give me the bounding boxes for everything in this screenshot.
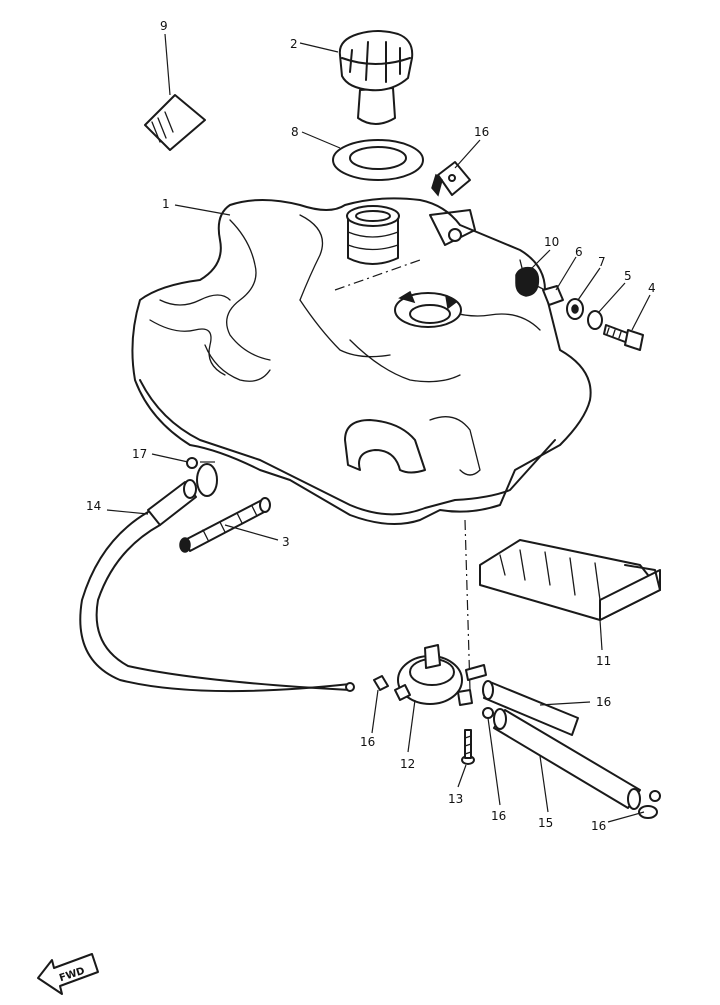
clip-nut-part <box>431 161 471 197</box>
mount-bolt-stack <box>515 266 644 351</box>
callout-1: 1 <box>162 197 170 211</box>
callout-6: 6 <box>575 245 583 259</box>
screw-part <box>461 729 475 765</box>
callout-9: 9 <box>160 19 168 33</box>
callout-10: 10 <box>544 235 559 249</box>
callout-16-right: 16 <box>591 819 606 833</box>
callout-2: 2 <box>290 37 298 51</box>
callout-7: 7 <box>598 255 606 269</box>
gasket-ring-part <box>332 139 424 181</box>
vacuum-hose-17 <box>482 680 579 736</box>
fuel-cap-part <box>338 30 414 125</box>
callout-13: 13 <box>448 792 463 806</box>
callout-19: 17 <box>132 447 147 461</box>
callout-17: 16 <box>596 695 611 709</box>
callout-18: 16 <box>474 125 489 139</box>
callout-15: 15 <box>538 816 553 830</box>
callout-12: 12 <box>400 757 415 771</box>
callout-11: 11 <box>596 654 611 668</box>
decal-part <box>144 94 206 151</box>
callout-16-left: 16 <box>360 735 375 749</box>
forward-direction-arrow: FWD <box>37 953 99 995</box>
callout-16-center: 16 <box>491 809 506 823</box>
callout-4: 4 <box>648 281 656 295</box>
hose-clamp-19 <box>186 457 218 497</box>
fuel-hose-15 <box>493 708 641 810</box>
tank-damper-part <box>479 539 661 621</box>
leader-lines <box>106 33 651 823</box>
fuel-hose-part <box>79 479 355 693</box>
fuel-cock-part <box>394 644 487 706</box>
callout-3: 3 <box>282 535 290 549</box>
clip-16 <box>373 675 661 819</box>
assembly-line <box>464 519 471 691</box>
callout-8: 8 <box>291 125 299 139</box>
callout-5: 5 <box>624 269 632 283</box>
callout-labels: 2 8 9 16 1 10 6 7 5 4 17 14 3 11 16 16 1… <box>86 19 656 833</box>
callout-14: 14 <box>86 499 101 513</box>
